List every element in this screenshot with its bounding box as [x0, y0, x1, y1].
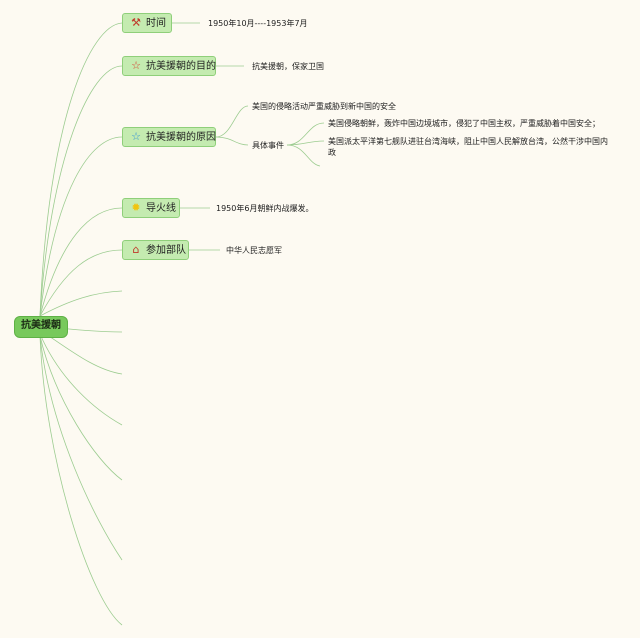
root-node[interactable]: 抗美援朝	[14, 316, 68, 338]
purpose-detail: 抗美援朝，保家卫国	[252, 62, 324, 71]
reason-event-2-continued: 政	[328, 148, 336, 157]
branch-label: 时间	[146, 18, 166, 29]
star-outline-blue-icon: ☆	[131, 130, 141, 143]
branch-label: 参加部队	[146, 245, 186, 256]
sun-icon: ✹	[131, 201, 141, 214]
branch-label: 导火线	[146, 203, 176, 214]
reason-event-2: 美国派太平洋第七舰队进驻台湾海峡，阻止中国人民解放台湾，公然干涉中国内	[328, 137, 608, 146]
branch-label: 抗美援朝的原因	[146, 132, 216, 143]
branch-reason[interactable]: ☆ 抗美援朝的原因	[122, 127, 216, 147]
trigger-detail: 1950年6月朝鲜内战爆发。	[216, 204, 314, 213]
reason-detail: 美国的侵略活动严重威胁到新中国的安全	[252, 102, 396, 111]
root-label: 抗美援朝	[21, 320, 61, 331]
branch-troops[interactable]: ⌂ 参加部队	[122, 240, 189, 260]
reason-event-1: 美国侵略朝鲜，轰炸中国边境城市，侵犯了中国主权，严重威胁着中国安全；	[328, 119, 600, 128]
branch-purpose[interactable]: ☆ 抗美援朝的目的	[122, 56, 216, 76]
branch-label: 抗美援朝的目的	[146, 61, 216, 72]
branch-trigger[interactable]: ✹ 导火线	[122, 198, 180, 218]
star-outline-red-icon: ☆	[131, 59, 141, 72]
branch-time[interactable]: ⚒ 时间	[122, 13, 172, 33]
troops-detail: 中华人民志愿军	[226, 246, 282, 255]
time-detail: 1950年10月----1953年7月	[208, 19, 308, 28]
hammer-icon: ⚒	[131, 16, 141, 29]
reason-sub-label: 具体事件	[252, 141, 284, 150]
house-icon: ⌂	[132, 243, 140, 256]
